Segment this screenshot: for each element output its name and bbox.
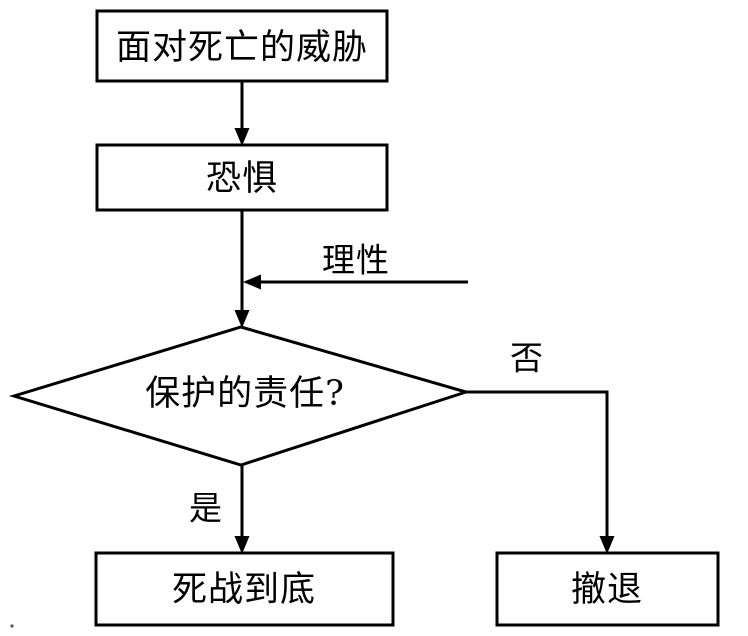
edge-rationality-input [243,274,468,290]
node-fight-label: 死战到底 [172,570,316,610]
node-fight-shape[interactable] [94,551,395,627]
edge-decision-no-arrowhead [599,536,615,554]
node-decision[interactable]: 保护的责任? [8,325,472,467]
edge-decision-yes [234,465,250,554]
edge-label-yes: 是 [189,489,223,528]
scan-speck [10,624,14,628]
node-retreat-label: 撤退 [571,570,643,610]
node-threat-shape[interactable] [95,9,389,83]
edge-fear-to-decision-arrowhead [234,310,250,328]
edge-threat-to-fear [234,81,250,146]
node-threat-label: 面对死亡的威胁 [116,28,368,68]
node-retreat[interactable]: 撤退 [495,551,720,627]
node-fear-label: 恐惧 [206,159,278,199]
edge-rationality-arrowhead [243,274,261,290]
node-fight[interactable]: 死战到底 [94,551,395,627]
node-fear-shape[interactable] [95,143,389,212]
edge-label-rationality: 理性 [322,241,390,280]
node-fear[interactable]: 恐惧 [95,143,389,212]
node-decision-label: 保护的责任? [145,374,345,414]
node-threat[interactable]: 面对死亡的威胁 [95,9,389,83]
edge-fear-to-decision [234,210,250,328]
edge-label-no: 否 [510,339,544,378]
edge-decision-yes-arrowhead [234,536,250,554]
edge-threat-to-fear-arrowhead [234,128,250,146]
edge-decision-no-line [466,390,609,539]
node-retreat-shape[interactable] [495,551,720,627]
node-decision-shape[interactable] [8,325,472,467]
edge-decision-no [466,390,615,554]
